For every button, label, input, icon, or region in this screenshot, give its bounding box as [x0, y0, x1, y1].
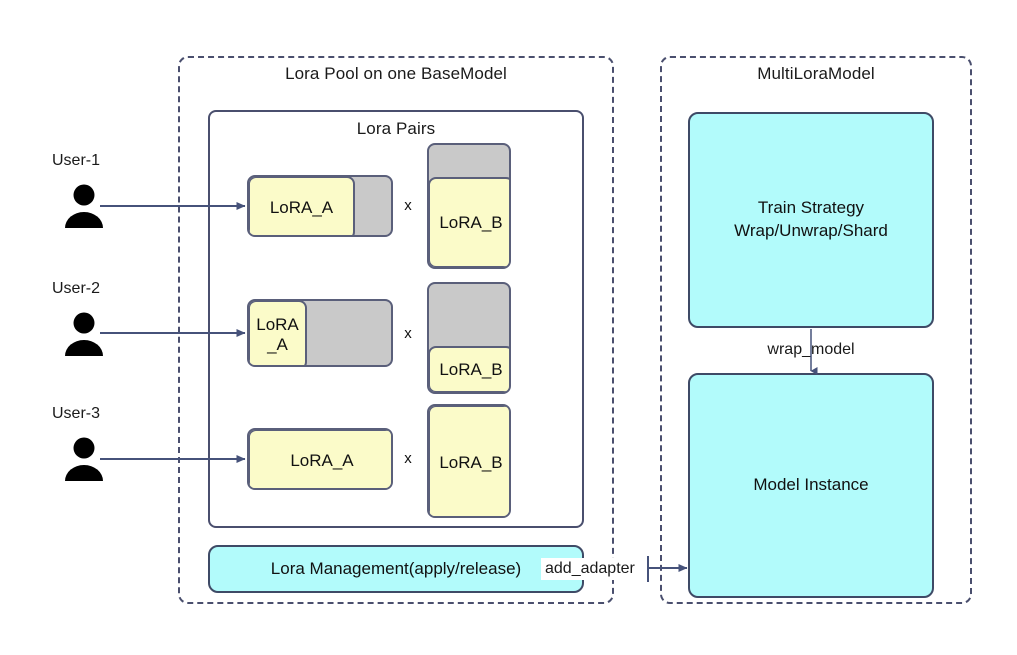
lora-management-bar[interactable]: Lora Management(apply/release)	[208, 545, 584, 593]
user-label-3: User-3	[52, 405, 101, 422]
lora-management-label: Lora Management(apply/release)	[270, 559, 522, 578]
lora-a-fill-3: LoRA_A	[249, 430, 391, 488]
lora-b-fill-1: LoRA_B	[429, 177, 509, 267]
multiloramodel-title: MultiLoraModel	[757, 64, 875, 83]
add-adapter-edge-label: add_adapter	[541, 558, 639, 580]
operator-2: x	[404, 325, 412, 342]
user-label-1: User-1	[52, 152, 101, 169]
lora-a-slot-2[interactable]: LoRA _A	[247, 299, 393, 367]
lora-b-fill-2: LoRA_B	[429, 346, 509, 392]
user-icon-1	[65, 184, 103, 228]
multiloramodel-panel	[660, 56, 972, 604]
model-instance-label: Model Instance	[753, 475, 869, 495]
operator-3: x	[404, 450, 412, 467]
user-icon-2	[65, 312, 103, 356]
lora-a-fill-1: LoRA_A	[249, 177, 355, 235]
lora-b-slot-2[interactable]: LoRA_B	[427, 282, 511, 394]
lora-a-slot-3[interactable]: LoRA_A	[247, 428, 393, 490]
lora-a-fill-2: LoRA _A	[249, 301, 307, 365]
lora-pairs-title: Lora Pairs	[356, 119, 436, 138]
lora-b-slot-1[interactable]: LoRA_B	[427, 143, 511, 269]
lora-pool-panel	[178, 56, 614, 604]
train-strategy-label: Train Strategy Wrap/Unwrap/Shard	[734, 198, 888, 240]
wrap-model-edge-label: wrap_model	[767, 341, 855, 358]
lora-pairs-panel	[208, 110, 584, 528]
lora-pool-title: Lora Pool on one BaseModel	[285, 64, 507, 83]
lora-a-slot-1[interactable]: LoRA_A	[247, 175, 393, 237]
lora-b-fill-3: LoRA_B	[429, 406, 509, 516]
train-strategy-box[interactable]: Train Strategy Wrap/Unwrap/Shard	[688, 112, 934, 328]
user-label-2: User-2	[52, 280, 101, 297]
lora-b-slot-3[interactable]: LoRA_B	[427, 404, 511, 518]
model-instance-box[interactable]: Model Instance	[688, 373, 934, 598]
user-icon-3	[65, 437, 103, 481]
operator-1: x	[404, 197, 412, 214]
